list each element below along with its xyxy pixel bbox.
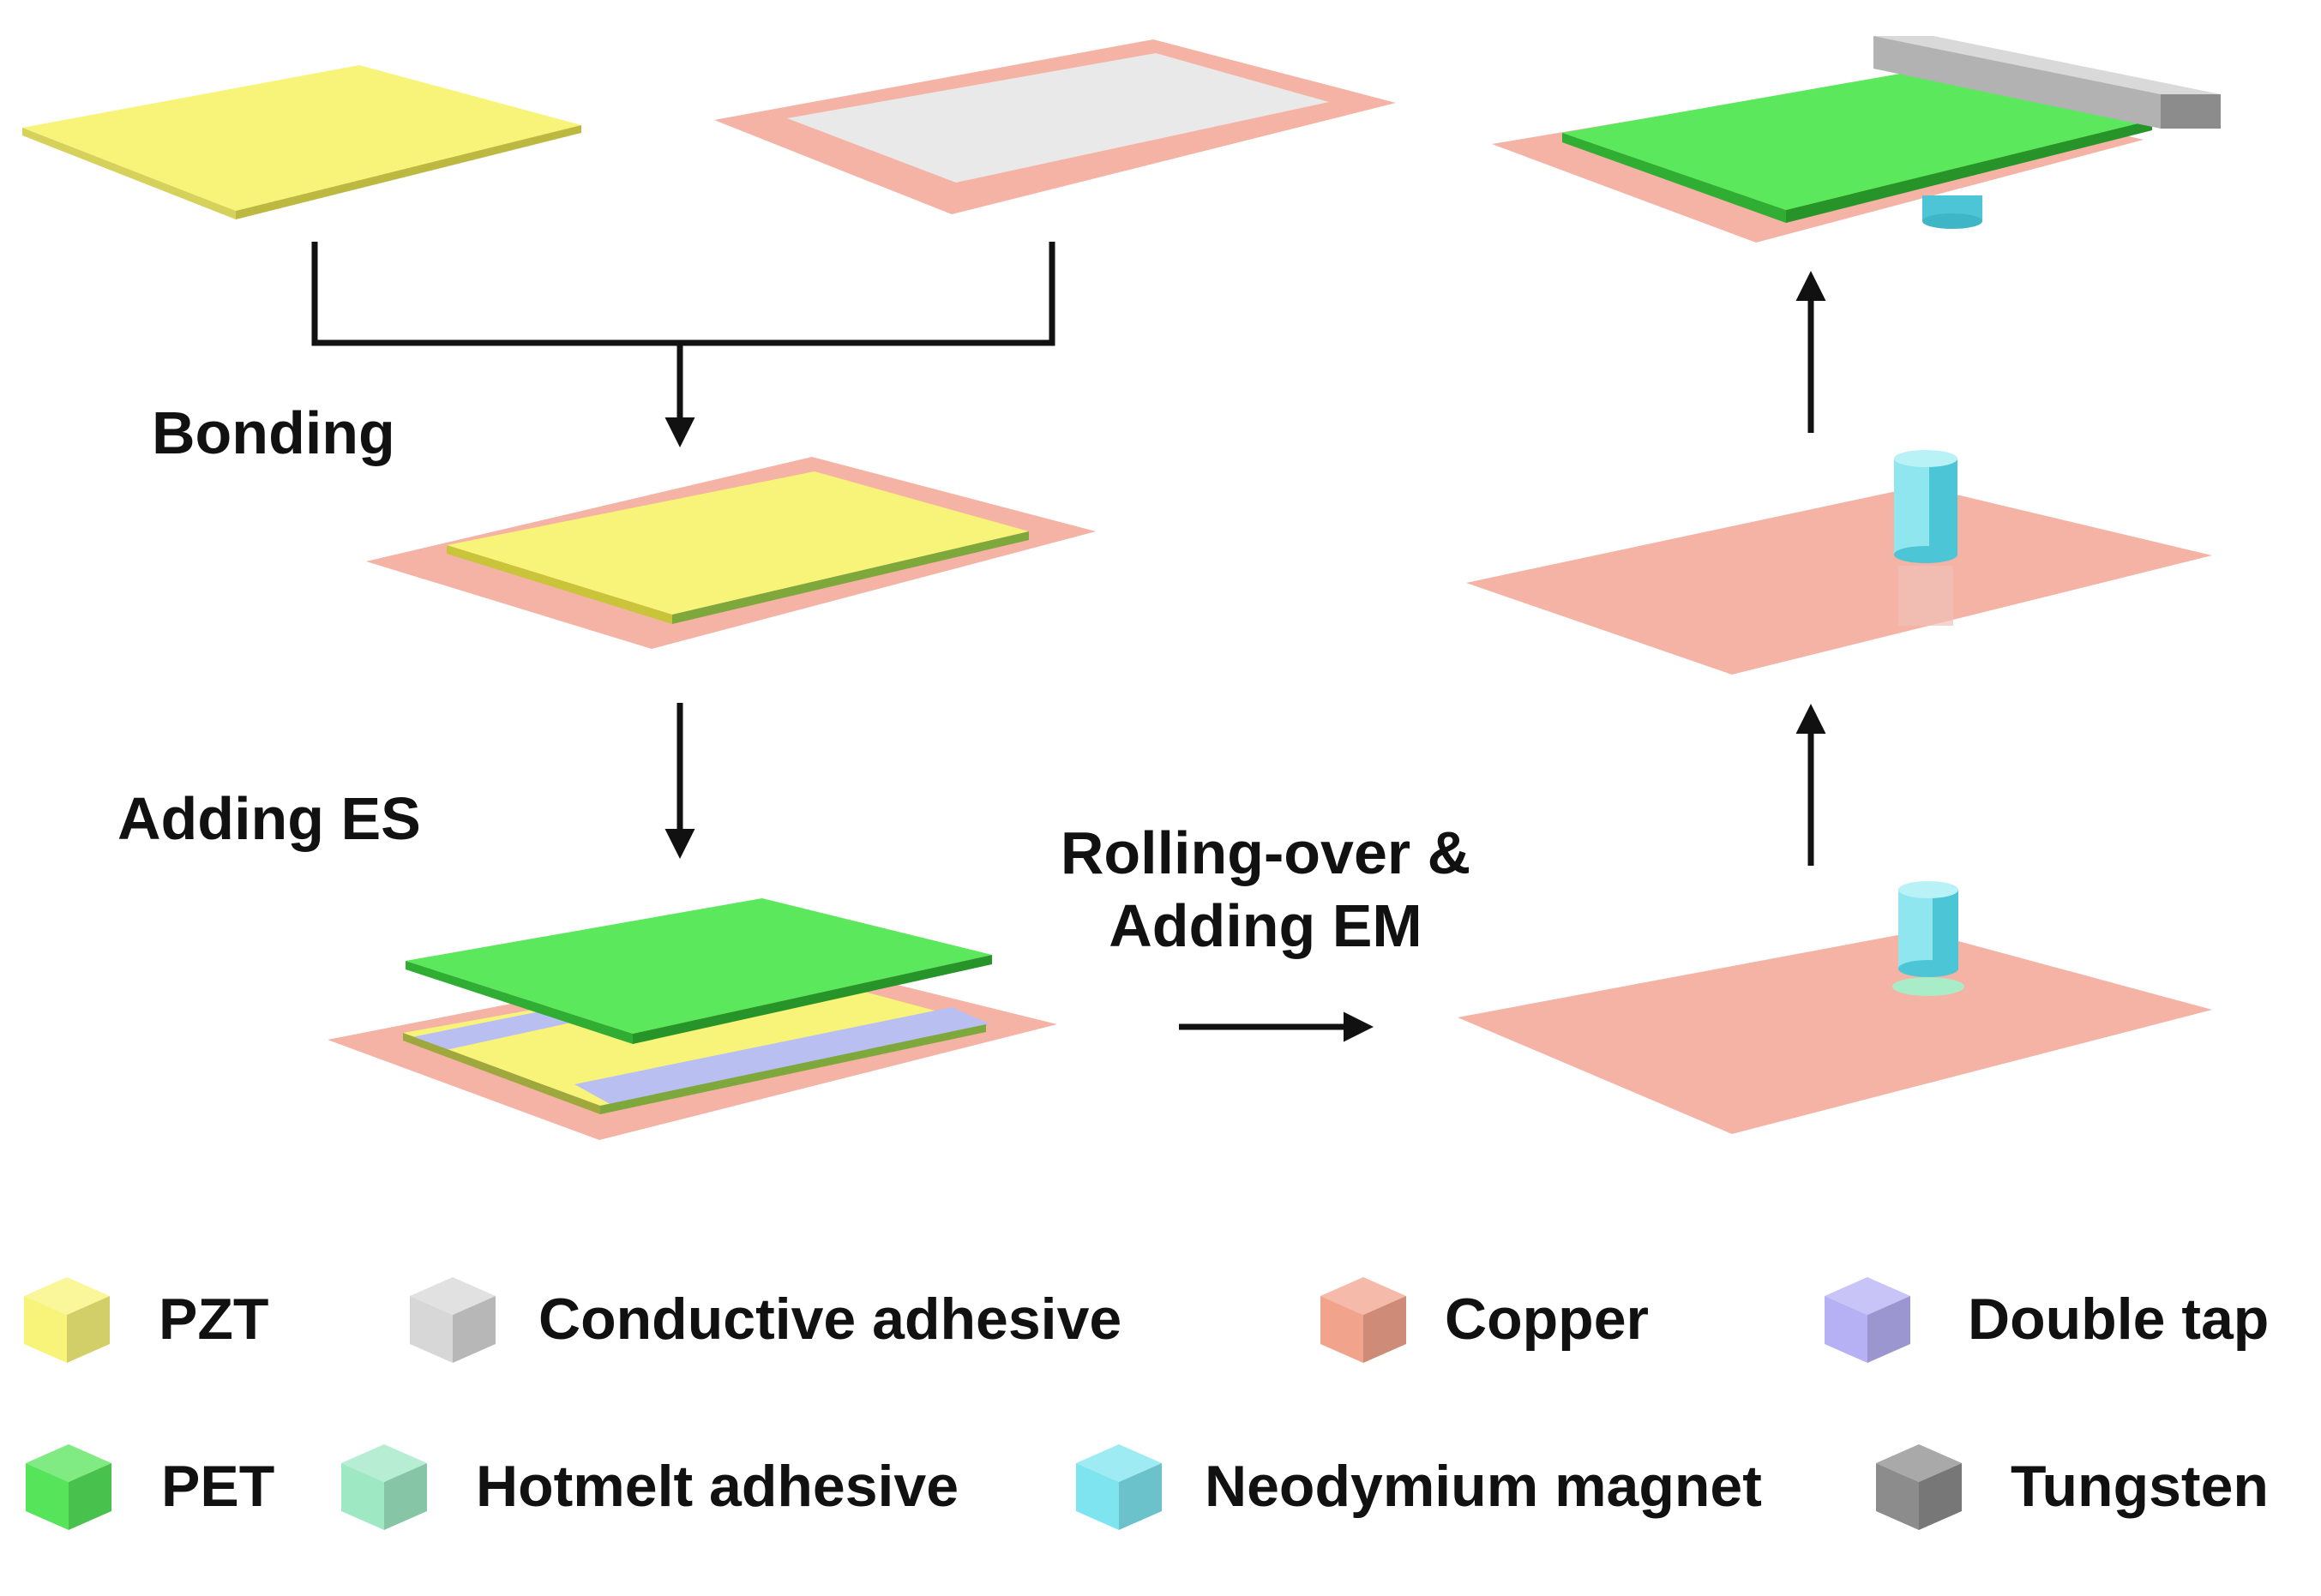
pet-layer-edge-left xyxy=(406,961,633,1044)
bracket-line xyxy=(311,242,1055,346)
legend-label-double-tap: Double tap xyxy=(1968,1287,2270,1352)
step-label-adding-em: Adding EM xyxy=(1109,892,1422,959)
adding-es-assembly xyxy=(328,898,1057,1140)
legend-label-hotmelt-adhesive: Hotmelt adhesive xyxy=(476,1454,959,1519)
magnet-under-device-bottom xyxy=(1922,213,1982,229)
pzt-sheet-top xyxy=(22,65,581,211)
legend-cube-left-face xyxy=(1876,1463,1919,1530)
legend-cube-right-face xyxy=(1919,1463,1962,1530)
legend-cube-left-face xyxy=(1825,1296,1867,1363)
pet-layer-edge-right xyxy=(633,955,992,1044)
legend-cube-pet xyxy=(26,1444,111,1530)
copper-sheet xyxy=(1458,931,2212,1134)
pzt-layer xyxy=(447,471,1029,615)
copper-with-conductive-adhesive xyxy=(714,39,1396,214)
tungsten-top xyxy=(1873,36,2221,94)
pet-layer-edge-right xyxy=(1786,120,2152,223)
pzt-layer xyxy=(403,967,986,1106)
double-tap-strip-right xyxy=(574,1007,990,1106)
legend-cube-pzt xyxy=(24,1277,110,1363)
legend-cube-conductive-adhesive xyxy=(410,1277,496,1363)
final-device xyxy=(1492,36,2221,243)
merge-bracket xyxy=(311,242,1055,447)
tungsten-side xyxy=(1873,36,2161,129)
legend-swatches xyxy=(24,1277,1962,1530)
legend-cube-left-face xyxy=(1320,1296,1363,1363)
legend-cube-double-tap xyxy=(1825,1277,1910,1363)
legend-cube-right-face xyxy=(453,1296,496,1363)
pzt-sheet-edge-left xyxy=(22,128,236,219)
legend-cube-right-face xyxy=(67,1296,110,1363)
legend-label-tungsten: Tungsten xyxy=(2011,1454,2269,1519)
pzt-sheet-edge-right xyxy=(236,125,581,219)
legend-label-copper: Copper xyxy=(1445,1287,1649,1352)
legend-cube-copper xyxy=(1320,1277,1406,1363)
legend-label-conductive-adhesive: Conductive adhesive xyxy=(538,1287,1122,1352)
step-label-bonding: Bonding xyxy=(152,399,395,466)
legend-cube-right-face xyxy=(1363,1296,1406,1363)
magnet-body-shade xyxy=(1933,890,1958,969)
magnet-bottom xyxy=(1894,546,1957,563)
legend-cube-left-face xyxy=(1076,1463,1119,1530)
legend-cube-left-face xyxy=(410,1296,453,1363)
legend-label-pzt: PZT xyxy=(159,1287,269,1352)
copper-with-magnet xyxy=(1466,450,2212,675)
legend-cube-hotmelt-adhesive xyxy=(341,1444,427,1530)
legend-label-pet: PET xyxy=(161,1454,275,1519)
conductive-adhesive-layer xyxy=(787,53,1329,183)
magnet-top xyxy=(1898,881,1958,898)
legend-cube-left-face xyxy=(24,1296,67,1363)
pet-layer xyxy=(406,898,992,1034)
double-tap-strip-left xyxy=(412,1010,583,1050)
tungsten-end xyxy=(2161,94,2221,129)
bonded-pzt-on-copper xyxy=(366,457,1096,649)
legend-cube-right-face xyxy=(1867,1296,1910,1363)
pet-layer xyxy=(1562,69,2152,210)
pet-layer-edge-left xyxy=(1562,133,1786,223)
pzt-layer-edge-right xyxy=(600,1024,986,1114)
pzt-layer-edge xyxy=(403,1033,600,1114)
magnet-bottom xyxy=(1898,960,1958,977)
legend-label-neodymium-magnet: Neodymium magnet xyxy=(1205,1454,1762,1519)
legend-cube-tungsten xyxy=(1876,1444,1962,1530)
legend-cube-neodymium-magnet xyxy=(1076,1444,1162,1530)
legend-cube-left-face xyxy=(341,1463,384,1530)
pzt-layer-edge-right xyxy=(672,531,1029,624)
hotmelt-adhesive-dot xyxy=(1892,977,1964,996)
copper-with-magnet-and-hotmelt xyxy=(1458,881,2212,1134)
legend-cube-right-face xyxy=(384,1463,427,1530)
magnet-body-shade xyxy=(1929,459,1957,555)
step-label-adding-es: Adding ES xyxy=(117,785,421,852)
legend-cube-left-face xyxy=(26,1463,69,1530)
legend-cube-right-face xyxy=(1119,1463,1162,1530)
pzt-layer-edge xyxy=(447,545,672,624)
legend-cube-right-face xyxy=(69,1463,111,1530)
step-label-rolling-over: Rolling-over & xyxy=(1060,819,1471,886)
magnet-reflection xyxy=(1898,566,1953,626)
pzt-sheet xyxy=(22,65,581,219)
copper-sheet xyxy=(1466,486,2212,675)
magnet-top xyxy=(1894,450,1957,467)
